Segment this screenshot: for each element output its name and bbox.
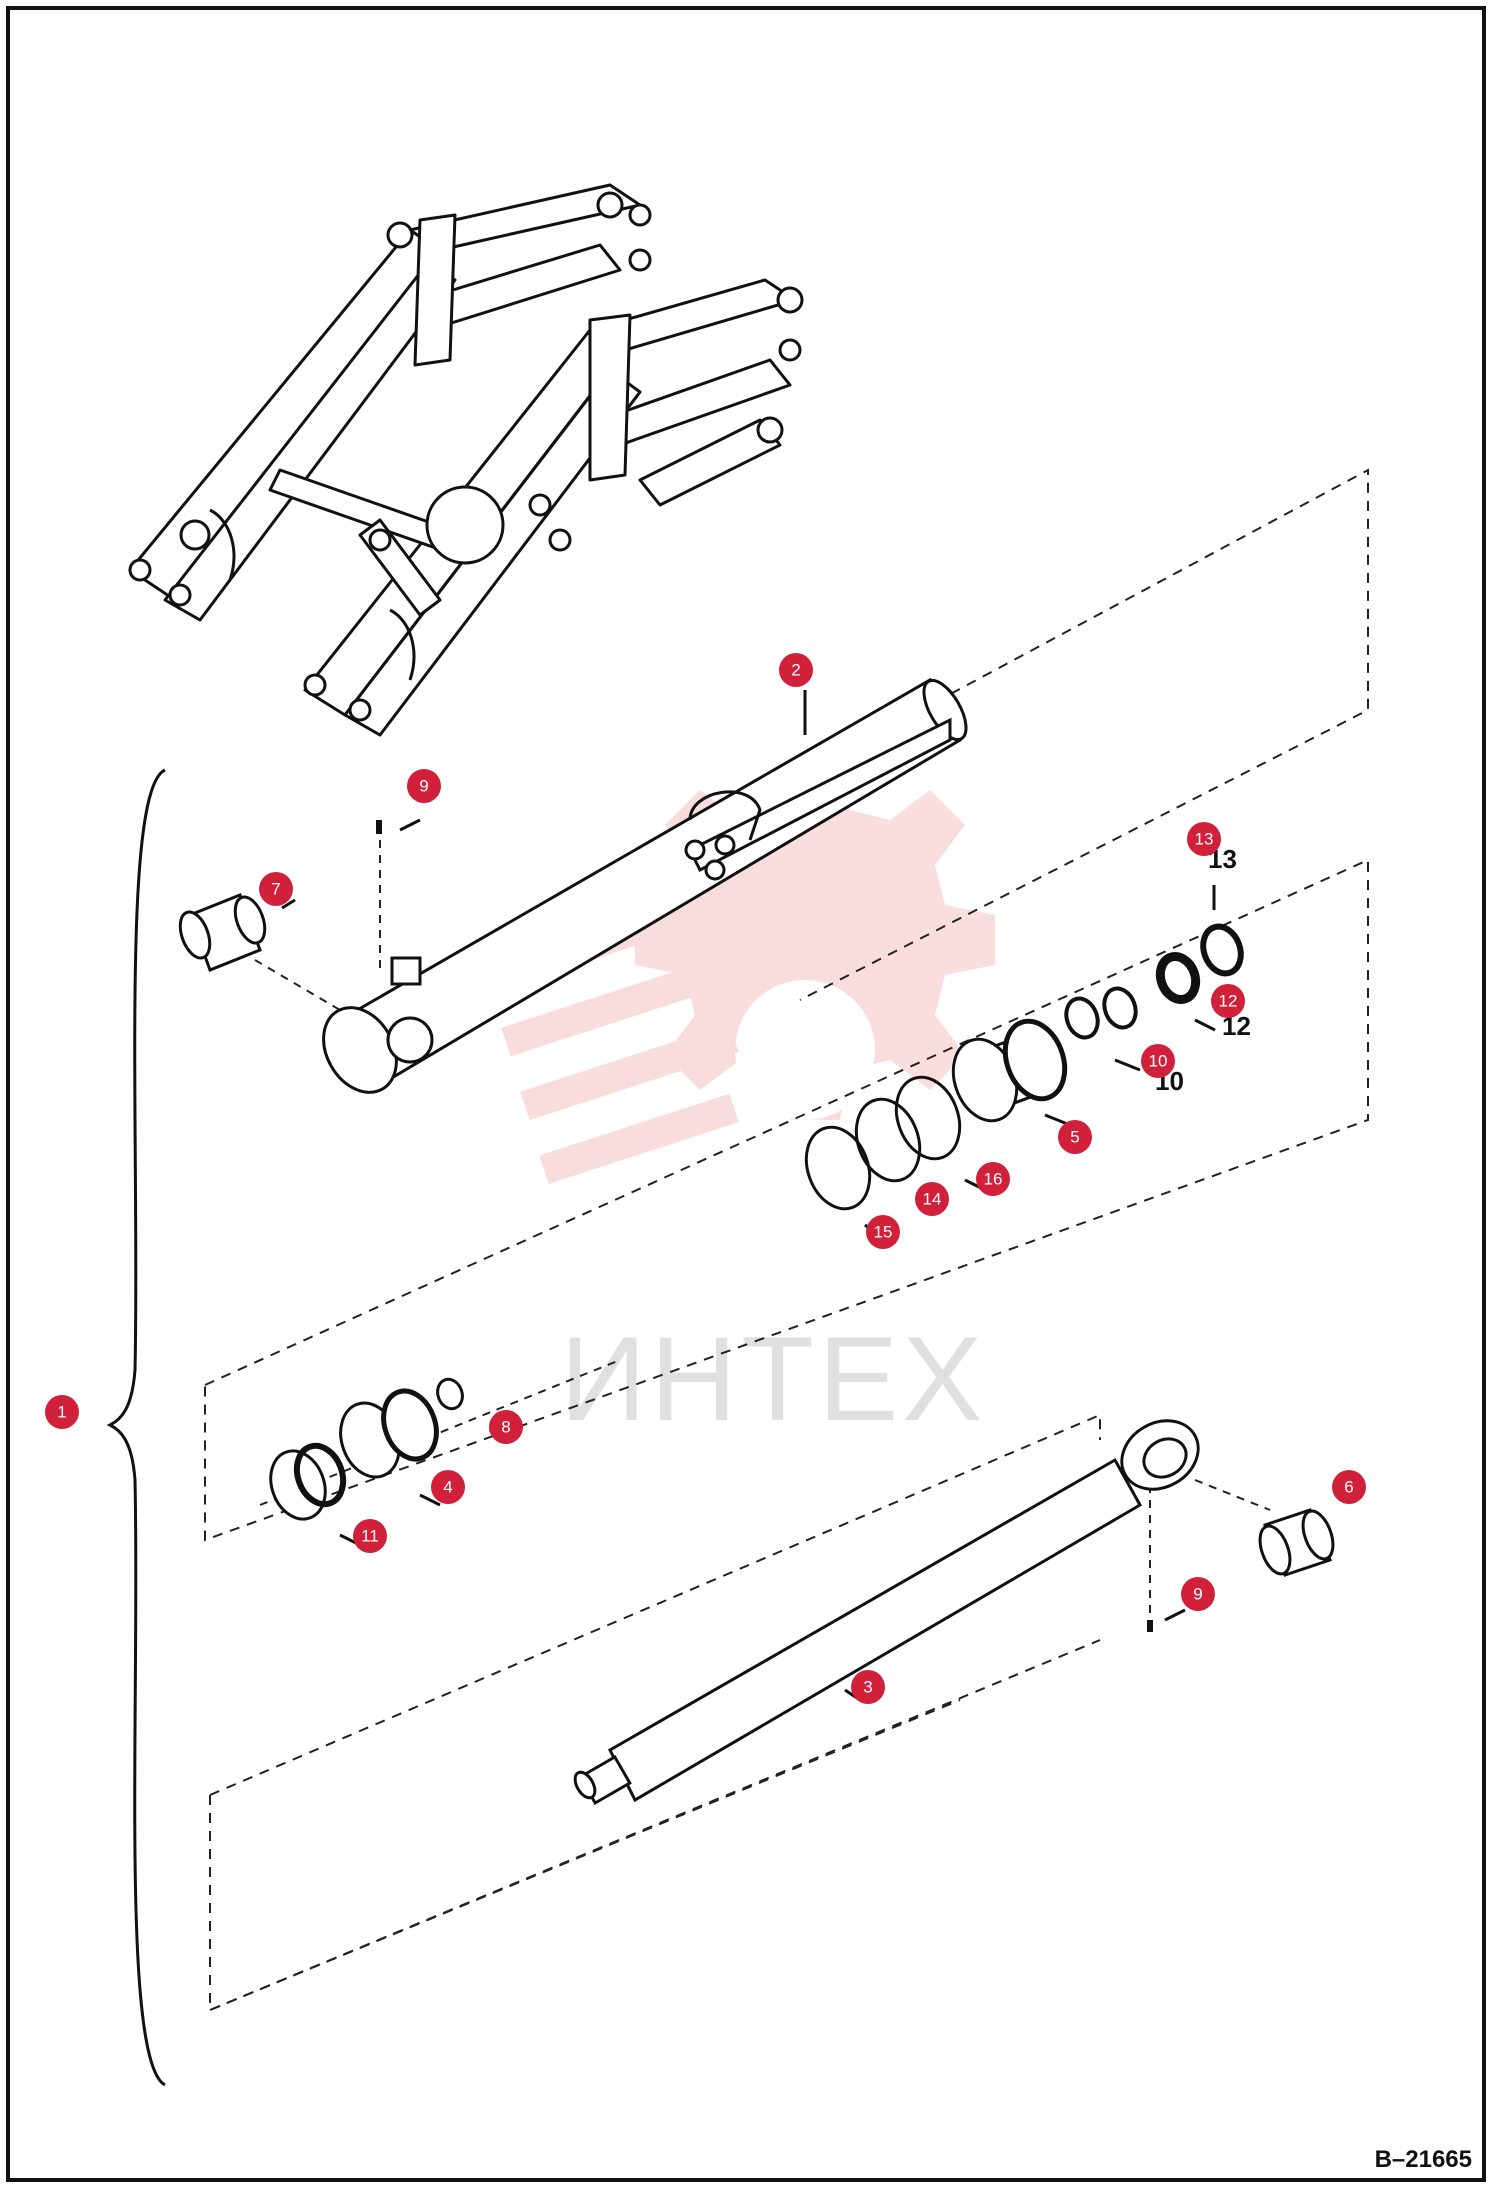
svg-text:10: 10 bbox=[1149, 1052, 1168, 1071]
svg-text:11: 11 bbox=[361, 1527, 379, 1546]
svg-text:14: 14 bbox=[923, 1190, 942, 1209]
svg-text:2: 2 bbox=[791, 661, 800, 680]
callout-16[interactable]: 16 bbox=[976, 1162, 1010, 1196]
svg-text:9: 9 bbox=[1193, 1585, 1202, 1604]
svg-text:5: 5 bbox=[1070, 1128, 1079, 1147]
bushing-left bbox=[178, 893, 267, 972]
callout-4[interactable]: 4 bbox=[431, 1470, 465, 1504]
svg-text:7: 7 bbox=[271, 880, 280, 899]
svg-text:16: 16 bbox=[984, 1170, 1003, 1189]
bushing-right bbox=[1258, 1508, 1335, 1577]
grease-fitting-top bbox=[376, 820, 382, 834]
svg-text:12: 12 bbox=[1219, 992, 1238, 1011]
watermark-text: ИНТЕХ bbox=[560, 1312, 986, 1446]
callout-10[interactable]: 10 bbox=[1141, 1044, 1175, 1078]
callout-12[interactable]: 12 bbox=[1211, 984, 1245, 1018]
svg-text:8: 8 bbox=[501, 1418, 510, 1437]
callout-14[interactable]: 14 bbox=[915, 1182, 949, 1216]
callout-9-lower[interactable]: 9 bbox=[1181, 1577, 1215, 1611]
svg-text:4: 4 bbox=[443, 1478, 452, 1497]
callout-13[interactable]: 13 bbox=[1187, 822, 1221, 856]
grease-fitting-bottom bbox=[1147, 1620, 1153, 1632]
seal-kit-upper bbox=[804, 923, 1244, 1211]
callout-11[interactable]: 11 bbox=[353, 1519, 387, 1553]
callout-15[interactable]: 15 bbox=[866, 1215, 900, 1249]
loader-arm-assembly bbox=[128, 183, 804, 737]
svg-text:6: 6 bbox=[1344, 1478, 1353, 1497]
callout-9-upper[interactable]: 9 bbox=[407, 769, 441, 803]
piston bbox=[951, 1018, 1068, 1123]
callout-7[interactable]: 7 bbox=[259, 872, 293, 906]
gland-parts bbox=[269, 1377, 464, 1521]
callout-8[interactable]: 8 bbox=[489, 1410, 523, 1444]
assembly-brace bbox=[106, 768, 166, 2087]
svg-text:1: 1 bbox=[57, 1403, 66, 1422]
callout-1[interactable]: 1 bbox=[45, 1395, 79, 1429]
callout-6[interactable]: 6 bbox=[1332, 1470, 1366, 1504]
callout-2[interactable]: 2 bbox=[779, 653, 813, 687]
drawing-id-label: B–21665 bbox=[1374, 2146, 1472, 2173]
svg-text:13: 13 bbox=[1195, 830, 1214, 849]
drawing-frame bbox=[6, 6, 1486, 2182]
svg-text:3: 3 bbox=[863, 1678, 872, 1697]
cylinder-barrel bbox=[322, 677, 968, 1094]
svg-text:9: 9 bbox=[419, 777, 428, 796]
piston-rod bbox=[573, 1419, 1200, 1806]
callout-3[interactable]: 3 bbox=[851, 1670, 885, 1704]
callout-5[interactable]: 5 bbox=[1058, 1120, 1092, 1154]
svg-text:15: 15 bbox=[874, 1223, 893, 1242]
